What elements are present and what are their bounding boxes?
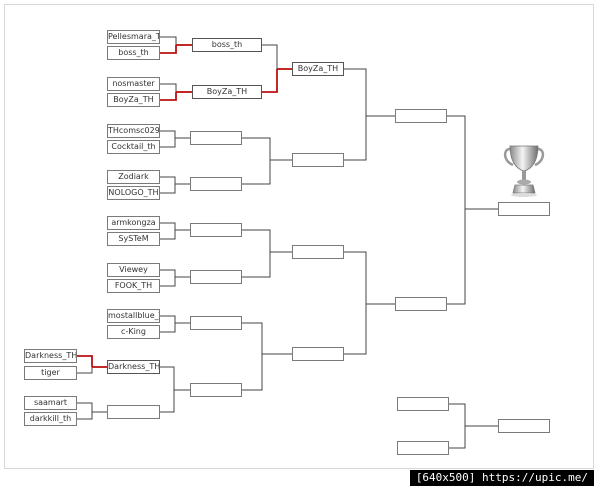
bracket-connector — [160, 277, 176, 287]
bracket-connector — [160, 222, 176, 230]
bracket-connector — [447, 209, 466, 305]
participant-slot: Pellesmara_TH — [107, 30, 160, 44]
semifinal-slot — [395, 297, 447, 311]
round3-slot — [292, 347, 344, 361]
bracket-connector — [242, 354, 263, 391]
round2-slot: Darkness_TH — [107, 360, 160, 374]
bracket-connector — [77, 367, 93, 374]
round2-slot: BoyZa_TH — [192, 85, 262, 99]
third-place-winner-slot — [498, 419, 550, 433]
round2-slot — [190, 270, 242, 284]
participant-slot: Darkness_TH — [24, 349, 77, 363]
bracket-connector — [262, 69, 278, 93]
bracket-connector — [160, 366, 175, 390]
semifinal-slot — [395, 109, 447, 123]
bracket-connector — [242, 137, 271, 160]
bracket-connector — [160, 390, 175, 413]
bracket-connector — [160, 184, 176, 194]
round2-slot — [107, 405, 160, 419]
participant-slot: nosmaster — [107, 77, 160, 91]
participant-slot: darkkill_th — [24, 412, 77, 426]
bracket-connector — [160, 315, 176, 323]
participant-slot: saamart — [24, 396, 77, 410]
round3-slot — [292, 153, 344, 167]
participant-slot: SySTeM — [107, 232, 160, 246]
bracket-connector — [449, 403, 466, 426]
bracket-connector — [77, 402, 93, 412]
bracket-connector — [160, 83, 177, 92]
participant-slot: boss_th — [107, 46, 160, 60]
bracket-connector — [242, 229, 271, 252]
bracket-connector — [242, 322, 263, 354]
round2-slot: boss_th — [192, 38, 262, 52]
round2-slot — [190, 316, 242, 330]
bracket-connector — [160, 269, 176, 277]
bracket-connector — [344, 304, 367, 355]
participant-slot: tiger — [24, 366, 77, 380]
watermark-label: [640x500] https://upic.me/ — [409, 470, 594, 486]
bracket-connector — [160, 130, 176, 138]
round3-slot — [292, 245, 344, 259]
participant-slot: THcomsc029 — [107, 124, 160, 138]
bracket-connector — [242, 160, 271, 185]
bracket-connector — [447, 115, 466, 209]
participant-slot: Viewey — [107, 263, 160, 277]
round2-slot — [190, 177, 242, 191]
bracket-connector — [77, 355, 93, 367]
final-slot — [498, 202, 550, 216]
bracket-connector — [344, 251, 367, 304]
third-place-slot — [397, 441, 449, 455]
round3-slot: BoyZa_TH — [292, 62, 344, 76]
participant-slot: Cocktail_th — [107, 140, 160, 154]
bracket-connector — [160, 176, 176, 184]
bracket-connector — [160, 36, 177, 45]
bracket-connector — [160, 323, 176, 333]
participant-slot: c-King — [107, 325, 160, 339]
round2-slot — [190, 223, 242, 237]
participant-slot: armkongza — [107, 216, 160, 230]
bracket-connector — [242, 252, 271, 278]
participant-slot: FOOK_TH — [107, 279, 160, 293]
participant-slot: BoyZa_TH — [107, 93, 160, 107]
third-place-slot — [397, 397, 449, 411]
bracket-connector — [160, 92, 177, 101]
participant-slot: NOLOGO_TH — [107, 186, 160, 200]
round2-slot — [190, 131, 242, 145]
bracket-connector — [160, 45, 177, 54]
bracket-connector — [160, 230, 176, 240]
participant-slot: mostallblue_TH — [107, 309, 160, 323]
bracket-connector — [344, 68, 367, 116]
bracket-connector — [160, 138, 176, 148]
bracket-connector — [262, 44, 278, 69]
participant-slot: Zodiark — [107, 170, 160, 184]
bracket-frame — [4, 4, 594, 469]
trophy-icon — [501, 143, 547, 197]
round2-slot — [190, 383, 242, 397]
bracket-connector — [77, 412, 93, 420]
bracket-connector — [344, 116, 367, 161]
bracket-connector — [449, 426, 466, 449]
